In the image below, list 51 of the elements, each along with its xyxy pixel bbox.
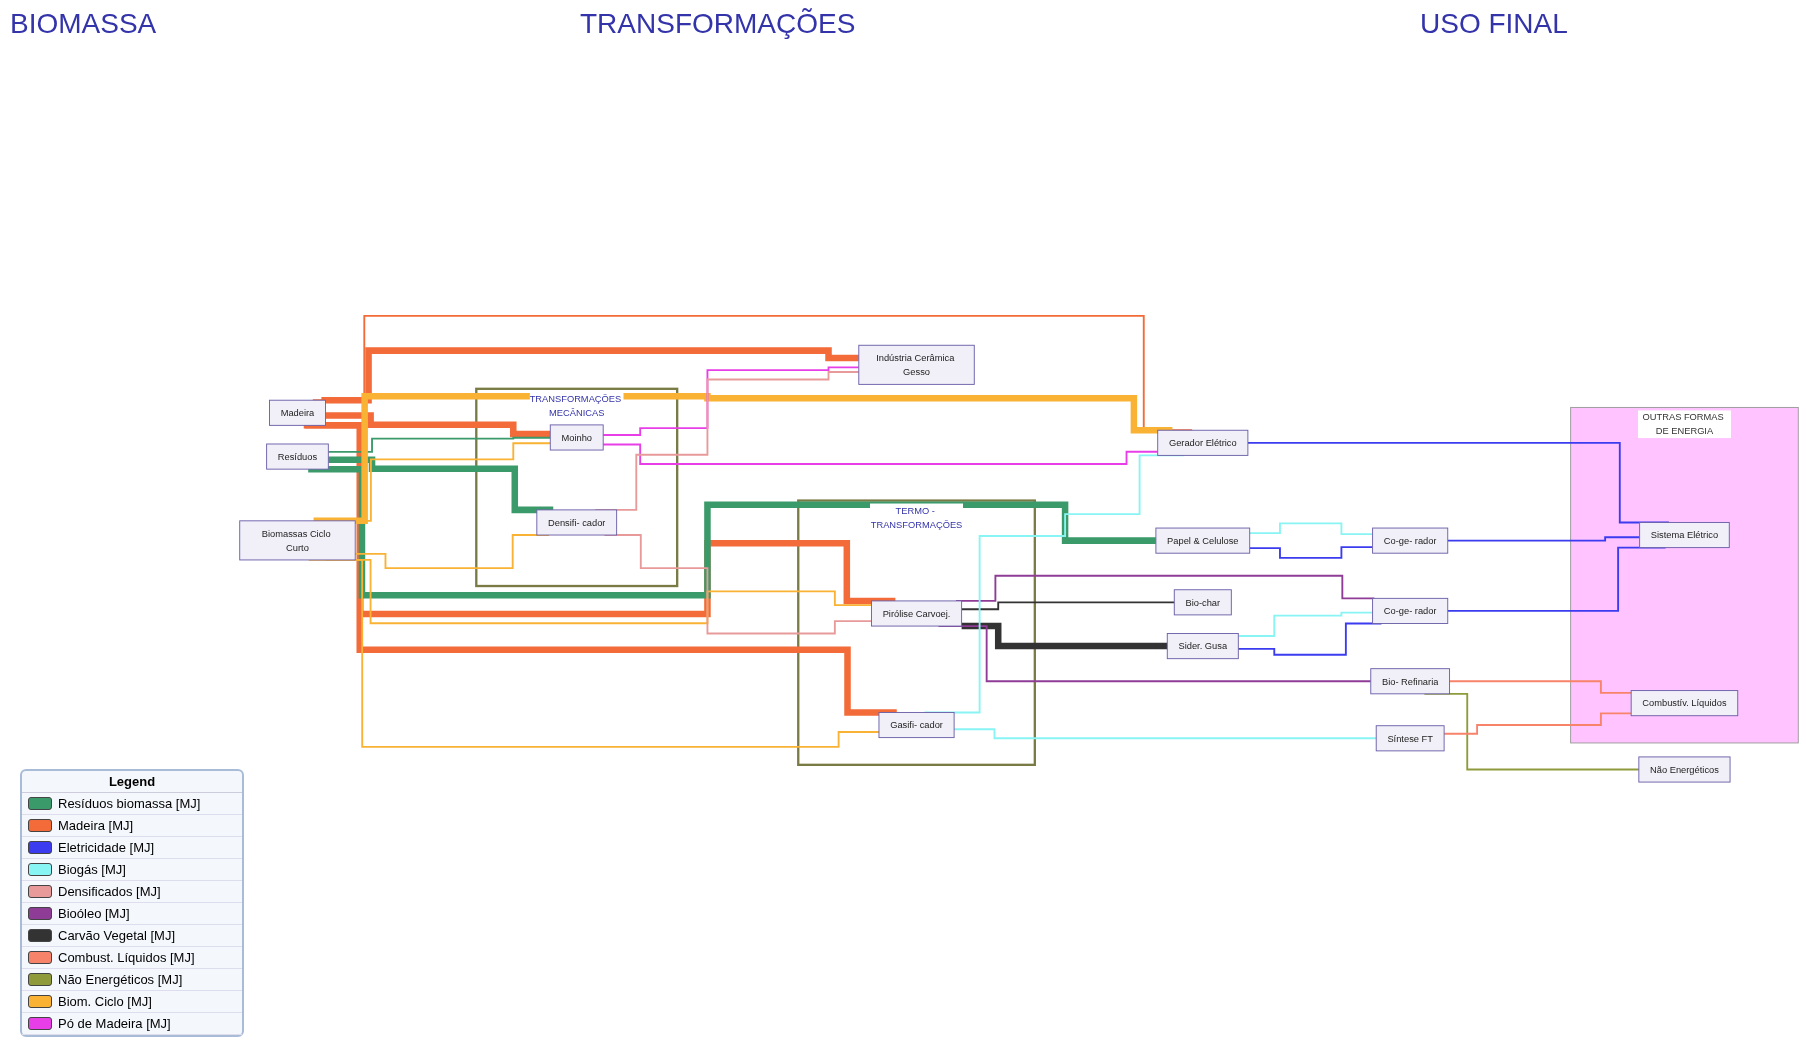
node-box: Pirólise Carvoej. bbox=[871, 600, 963, 627]
legend-text: Eletricidade [MJ] bbox=[58, 840, 155, 855]
legend-text: Pó de Madeira [MJ] bbox=[58, 1016, 171, 1031]
connector bbox=[313, 393, 1173, 525]
connector bbox=[321, 347, 859, 404]
node-box: Co-ge- rador bbox=[1372, 597, 1449, 624]
legend-text: Carvão Vegetal [MJ] bbox=[58, 928, 176, 943]
connector bbox=[325, 412, 551, 438]
legend-text: Combust. Líquidos [MJ] bbox=[58, 950, 195, 965]
connector bbox=[1448, 680, 1633, 694]
node-box: Indústria Cerâmica Gesso bbox=[858, 344, 975, 385]
node-box: Co-ge- rador bbox=[1372, 527, 1449, 554]
node-box: Gasifi- cador bbox=[878, 712, 955, 739]
node-box: Combustív. Líquidos bbox=[1630, 690, 1739, 717]
node-box: Bio-char bbox=[1173, 589, 1232, 616]
legend-text: Biogás [MJ] bbox=[58, 862, 126, 877]
connector bbox=[953, 728, 1378, 740]
legend-text: Densificados [MJ] bbox=[58, 884, 161, 899]
node-box: Madeira bbox=[269, 399, 326, 426]
node-box: Papel & Celulose bbox=[1155, 527, 1251, 554]
legend-text: Madeira [MJ] bbox=[58, 818, 134, 833]
legend-title: Legend bbox=[22, 771, 242, 793]
connector bbox=[1443, 712, 1633, 735]
node-box: Moinho bbox=[549, 424, 604, 451]
legend-text: Não Energéticos [MJ] bbox=[58, 972, 183, 987]
connector bbox=[960, 601, 1176, 611]
connector bbox=[1248, 546, 1374, 559]
node-box: Sistema Elétrico bbox=[1639, 522, 1730, 549]
node-box: Não Energéticos bbox=[1638, 756, 1731, 783]
node-box: Síntese FT bbox=[1375, 725, 1445, 752]
connector bbox=[1446, 536, 1641, 542]
connector bbox=[1237, 611, 1374, 637]
node-box: Bio- Refinaria bbox=[1370, 668, 1451, 695]
connector bbox=[328, 456, 554, 514]
node-box: Densifi- cador bbox=[536, 509, 618, 536]
column-heading: USO FINAL bbox=[1420, 8, 1568, 40]
node-box: Biomassas Ciclo Curto bbox=[239, 520, 356, 561]
node-box: Sider. Gusa bbox=[1166, 633, 1239, 660]
node-box: Resíduos bbox=[266, 443, 329, 470]
column-heading: TRANSFORMAÇÕES bbox=[580, 8, 856, 40]
connector bbox=[961, 622, 1168, 650]
column-heading: BIOMASSA bbox=[10, 8, 157, 40]
legend-text: Resíduos biomassa [MJ] bbox=[58, 796, 201, 811]
node-box: Gerador Elétrico bbox=[1157, 429, 1249, 456]
connector bbox=[327, 436, 552, 453]
connector bbox=[308, 465, 1156, 599]
connector bbox=[303, 422, 897, 716]
connector bbox=[1248, 522, 1374, 536]
connector bbox=[602, 443, 1159, 465]
legend-text: Bioóleo [MJ] bbox=[58, 906, 130, 921]
legend-text: Biom. Ciclo [MJ] bbox=[58, 994, 152, 1009]
